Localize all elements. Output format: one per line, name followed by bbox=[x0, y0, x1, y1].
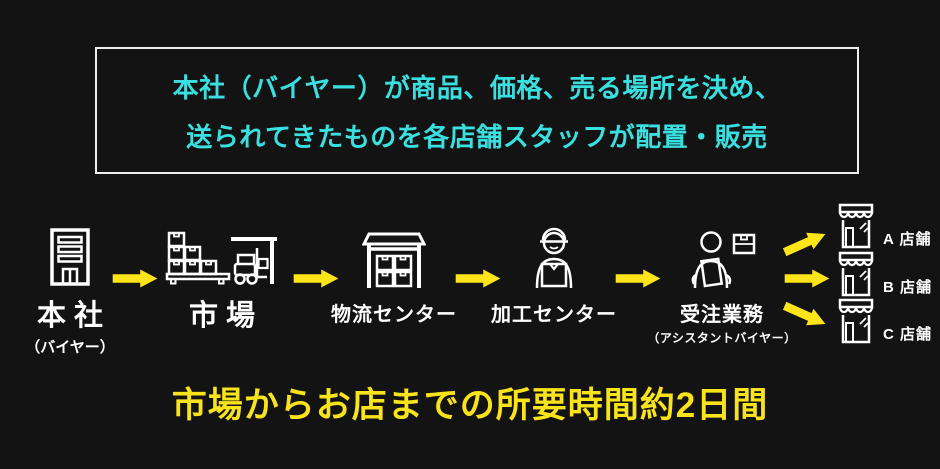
summary-line-2: 送られてきたものを各店舗スタッフが配置・販売 bbox=[186, 121, 768, 152]
warehouse-boxes-icon bbox=[362, 230, 426, 290]
stage-label-order: 受注業務 bbox=[680, 304, 764, 326]
storefront-icon bbox=[836, 298, 876, 349]
arrow-up-right-icon bbox=[780, 225, 831, 261]
stage-label-logistics: 物流センター bbox=[331, 304, 457, 326]
store-row-b: B 店舗 bbox=[836, 251, 940, 302]
stage-headquarters: 本社 （バイヤー） bbox=[22, 226, 118, 357]
stage-order-desk: 受注業務 （アシスタントバイヤー） bbox=[645, 230, 799, 346]
stage-processing-center: 加工センター bbox=[491, 226, 616, 327]
office-building-icon bbox=[50, 226, 90, 286]
arrow-down-right-icon bbox=[780, 297, 831, 333]
order-staff-icon bbox=[686, 230, 758, 290]
storefront-icon bbox=[836, 203, 876, 254]
arrow-right-icon bbox=[784, 269, 831, 288]
arrow-right-icon bbox=[112, 269, 159, 288]
stage-label-headquarters: 本社 bbox=[36, 300, 111, 332]
arrow-right-icon bbox=[455, 269, 502, 288]
store-row-a: A 店舗 bbox=[836, 203, 940, 254]
footer-headline: 市場からお店までの所要時間約2日間 bbox=[171, 386, 769, 425]
summary-line-1: 本社（バイヤー）が商品、価格、売る場所を決め、 bbox=[172, 72, 782, 103]
summary-box: 本社（バイヤー）が商品、価格、売る場所を決め、 送られてきたものを各店舗スタッフ… bbox=[95, 47, 859, 174]
delivery-worker-icon bbox=[529, 226, 579, 290]
stage-label-market: 市場 bbox=[188, 300, 263, 332]
stage-logistics-center: 物流センター bbox=[331, 230, 457, 327]
parcel-stack-forklift-icon bbox=[165, 228, 279, 286]
store-label-c: C 店舗 bbox=[883, 326, 933, 343]
store-row-c: C 店舗 bbox=[836, 298, 940, 349]
stage-sublabel-buyer: （バイヤー） bbox=[25, 339, 115, 356]
stage-label-processing: 加工センター bbox=[491, 304, 617, 326]
arrow-right-icon bbox=[293, 269, 340, 288]
arrow-right-icon bbox=[615, 269, 662, 288]
store-label-b: B 店舗 bbox=[883, 279, 933, 296]
storefront-icon bbox=[836, 251, 876, 302]
stage-sublabel-assistant-buyer: （アシスタントバイヤー） bbox=[647, 331, 797, 345]
stage-market: 市場 bbox=[158, 228, 286, 334]
store-label-a: A 店舗 bbox=[883, 231, 932, 248]
